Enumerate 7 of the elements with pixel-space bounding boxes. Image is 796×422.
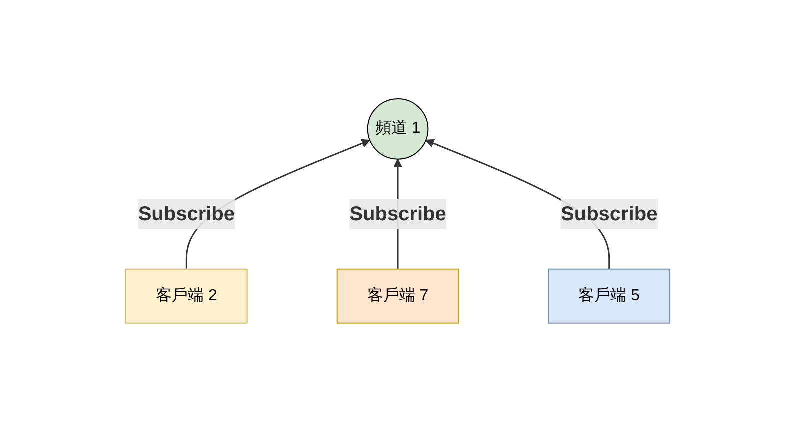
edge-label: Subscribe — [138, 203, 236, 226]
edge-label: Subscribe — [560, 203, 658, 226]
node-box: 客戶端 2 — [125, 268, 248, 324]
edge-label: Subscribe — [350, 203, 446, 226]
node-box: 客戶端 7 — [336, 268, 460, 324]
node-box: 客戶端 5 — [548, 268, 671, 324]
node-circle: 頻道 1 — [367, 98, 429, 160]
